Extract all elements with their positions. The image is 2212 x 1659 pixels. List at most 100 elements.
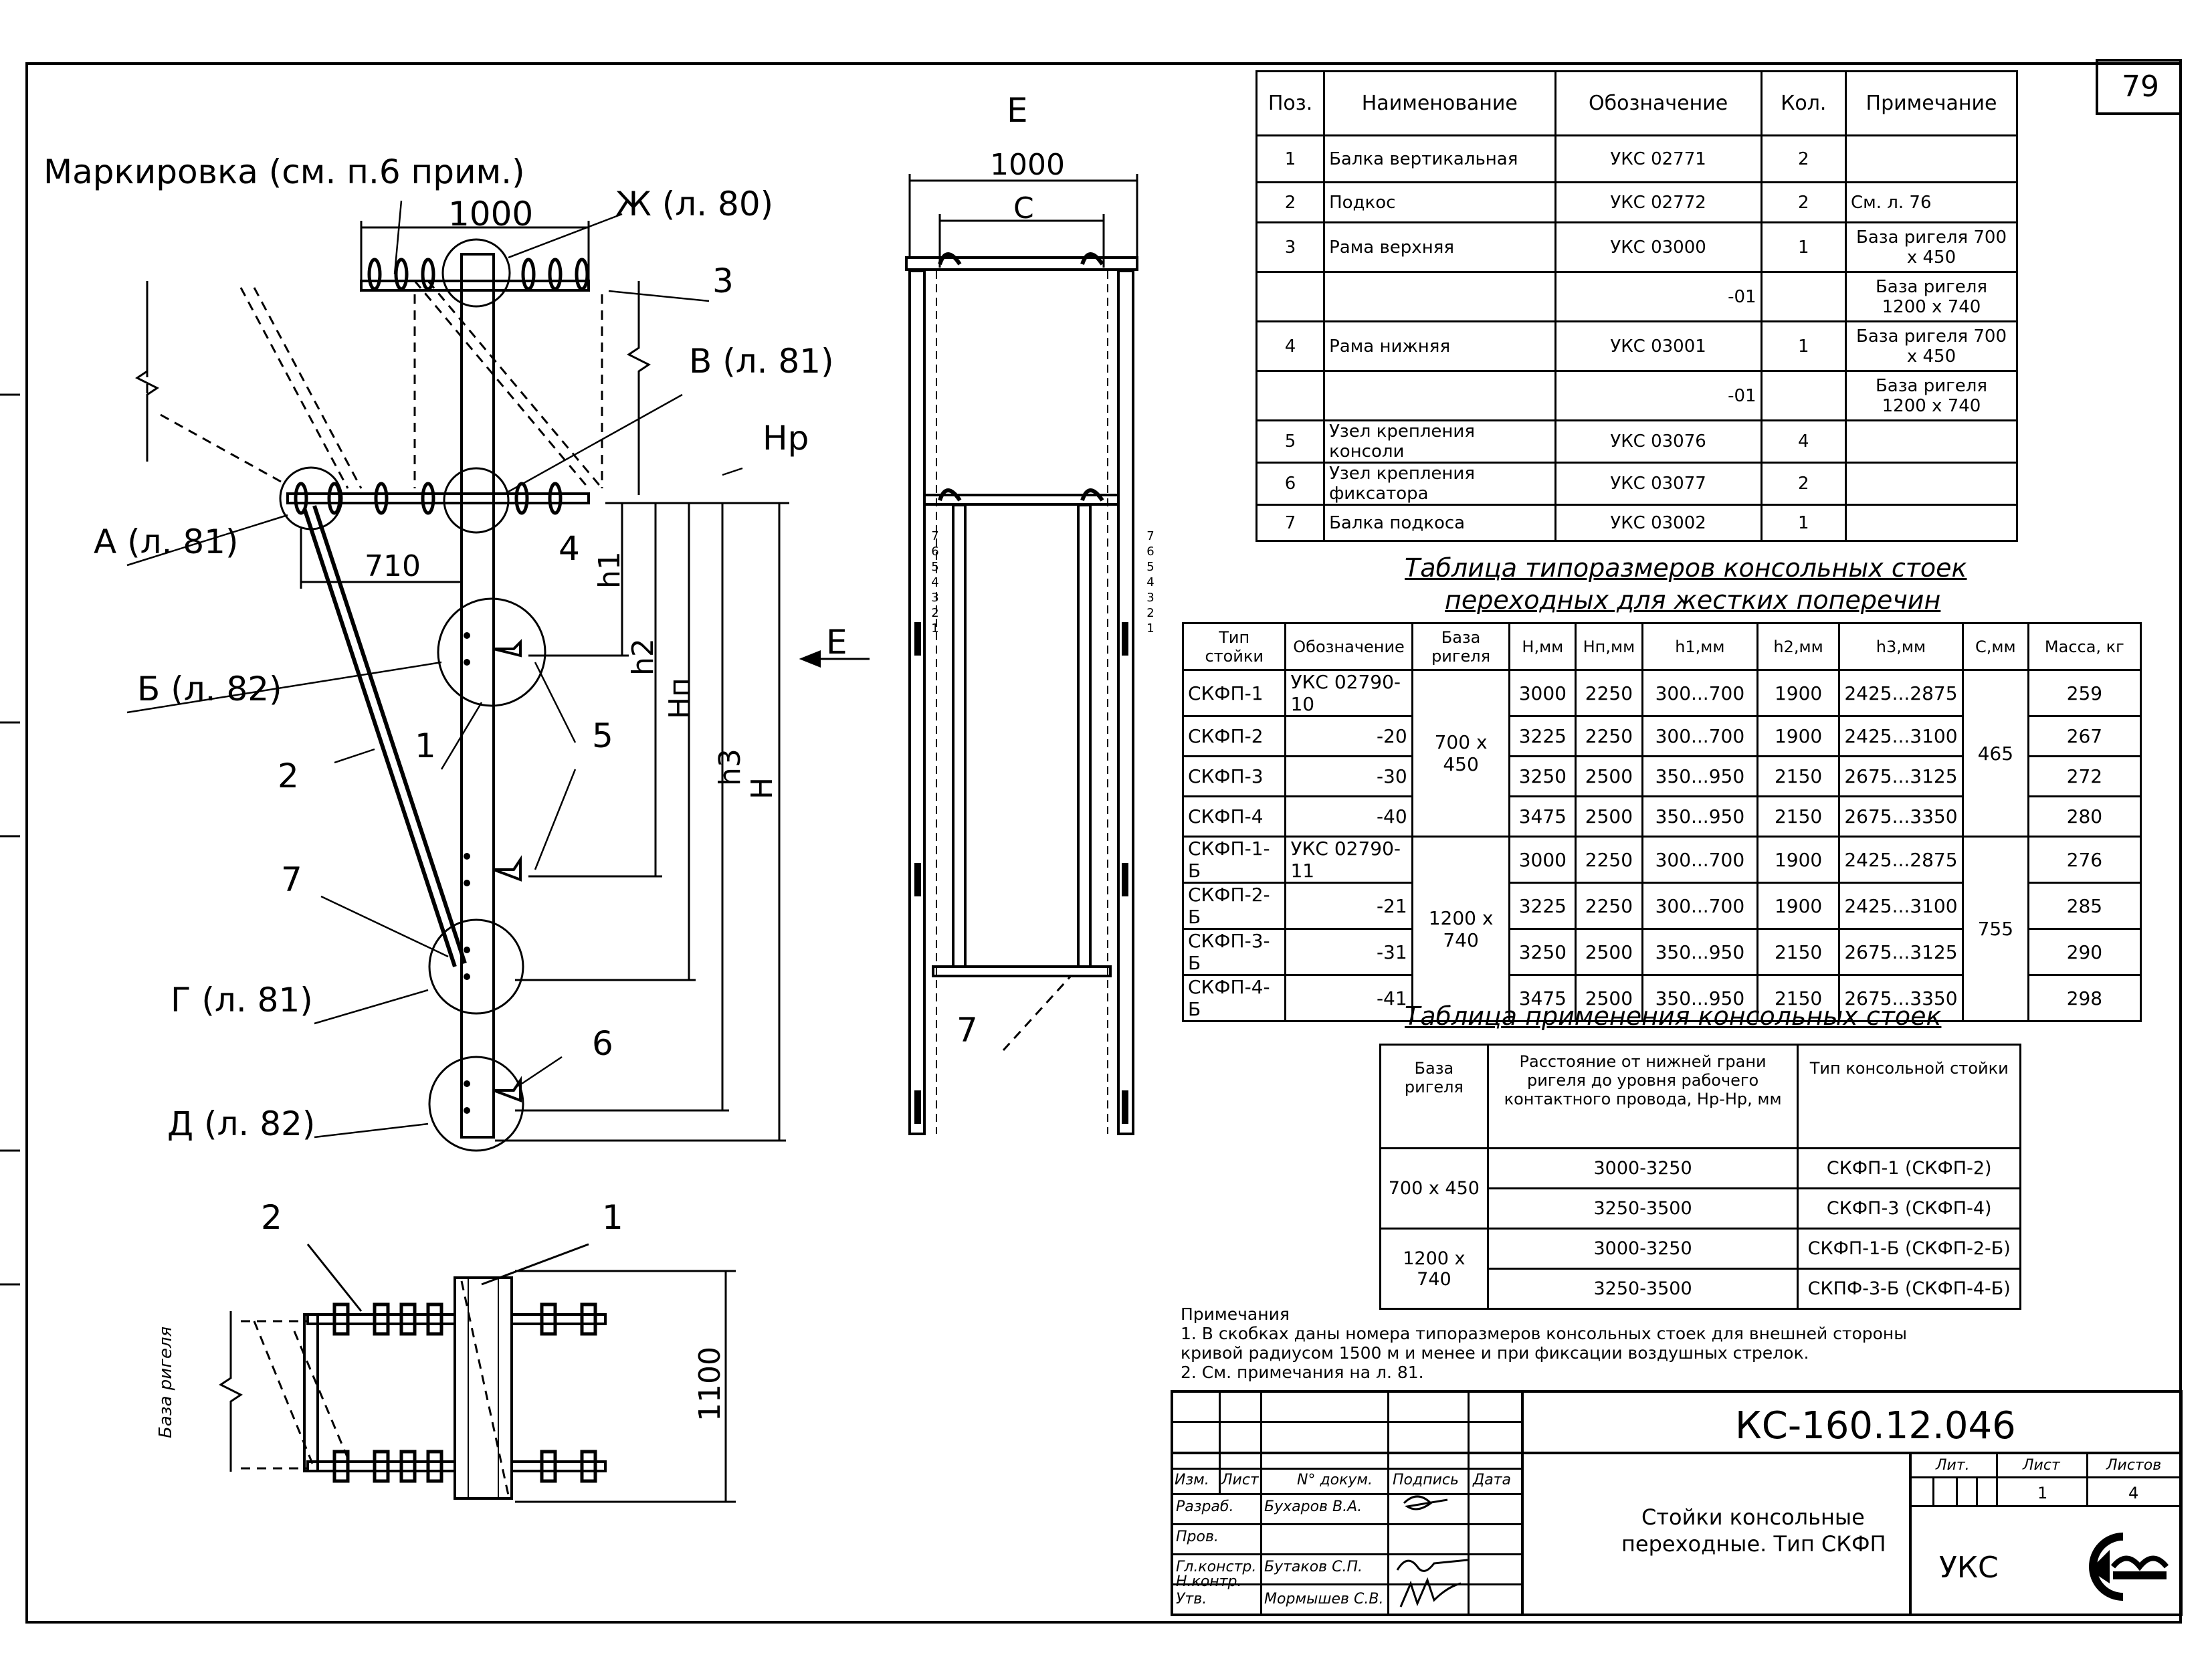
stamp-col-izm: Изм. xyxy=(1175,1472,1209,1488)
spec-cell: 1 xyxy=(1760,504,1847,542)
apply-cell: 3000-3250 xyxy=(1486,1147,1799,1189)
sizes-row: СКФП-4 -40 3475 2500 350...950 2150 2675… xyxy=(1181,795,2142,838)
title-line-1: Стойки консольные xyxy=(1641,1504,1865,1530)
sizes-cell: 267 xyxy=(2027,715,2142,757)
spec-cell xyxy=(1255,370,1326,421)
sizes-cell: СКФП-3 xyxy=(1181,755,1287,797)
callout-b: Б (л. 82) xyxy=(137,670,282,708)
pos-3-label: 3 xyxy=(712,262,734,300)
spec-cell: УКС 02771 xyxy=(1554,134,1763,183)
spec-cell xyxy=(1844,504,2019,542)
pos-4-label: 4 xyxy=(559,529,580,568)
scale-left-tick: 6 xyxy=(931,545,939,559)
sizes-cell: 2150 xyxy=(1756,755,1840,797)
sizes-cell: 350...950 xyxy=(1641,795,1759,838)
sizes-cell: 2425...2875 xyxy=(1837,669,1964,717)
scale-left-tick: 1 xyxy=(931,621,939,636)
apply-cell: 700 х 450 xyxy=(1379,1147,1489,1230)
h3-label: h3 xyxy=(713,749,747,786)
sizes-cell: 2150 xyxy=(1756,974,1840,1022)
sizes-cell: 2675...3350 xyxy=(1837,795,1964,838)
scale-right-tick: 4 xyxy=(1146,575,1154,589)
sizes-cell: 1900 xyxy=(1756,669,1840,717)
sizes-cell: 300...700 xyxy=(1641,882,1759,930)
apply-cell: СКПФ-3-Б (СКФП-4-Б) xyxy=(1797,1268,2021,1310)
spec-cell: См. л. 76 xyxy=(1844,181,2019,223)
stamp-role: Гл.констр. xyxy=(1176,1559,1257,1575)
sizes-cell: 3250 xyxy=(1508,755,1577,797)
sizes-title-2: переходных для жестких поперечин xyxy=(1445,585,1941,615)
sizes-cell: 1200 х 740 xyxy=(1411,836,1511,1022)
side-view-geometry xyxy=(799,174,1138,1135)
sizes-cell: 2675...3350 xyxy=(1837,974,1964,1022)
spec-cell xyxy=(1844,462,2019,506)
spec-cell xyxy=(1844,134,2019,183)
spec-cell: База ригеля 700 х 450 xyxy=(1844,320,2019,372)
signatures xyxy=(1396,1495,1468,1607)
apply-cell: СКФП-1-Б (СКФП-2-Б) xyxy=(1797,1228,2021,1270)
lit-label: Лит. xyxy=(1936,1457,1970,1474)
title-block: КС-160.12.046 Изм. Лист N° докум. Подпис… xyxy=(1171,1390,2183,1616)
side-arrow-label: Е xyxy=(826,623,847,662)
side-width-dim: 1000 xyxy=(990,148,1065,182)
sizes-h: h2,мм xyxy=(1756,622,1840,671)
scale-left-tick: 7 xyxy=(931,529,939,543)
sizes-cell: 298 xyxy=(2027,974,2142,1022)
apply-h: Тип консольной стойки xyxy=(1797,1044,2021,1149)
sizes-cell: 300...700 xyxy=(1641,836,1759,884)
sizes-cell: 3225 xyxy=(1508,882,1577,930)
sizes-h: Масса, кг xyxy=(2027,622,2142,671)
spec-h-code: Обозначение xyxy=(1554,70,1763,136)
spec-header-row: Поз. Наименование Обозначение Кол. Приме… xyxy=(1255,70,2019,136)
apply-row: 1200 х 740 3000-3250 СКФП-1-Б (СКФП-2-Б) xyxy=(1379,1228,2021,1310)
sizes-cell: 3000 xyxy=(1508,669,1577,717)
sizes-row: СКФП-1 УКС 02790-10 700 х 450 3000 2250 … xyxy=(1181,669,2142,838)
spec-cell: 1 xyxy=(1255,134,1326,183)
pos-5-label: 5 xyxy=(592,716,613,755)
sizes-cell: 1900 xyxy=(1756,882,1840,930)
sizes-row: СКФП-4-Б -41 3475 2500 350...950 2150 26… xyxy=(1181,974,2142,1022)
sizes-cell: 350...950 xyxy=(1641,928,1759,976)
apply-cell: 3000-3250 xyxy=(1486,1228,1799,1270)
sizes-cell: 2500 xyxy=(1575,795,1643,838)
spec-table: Поз. Наименование Обозначение Кол. Приме… xyxy=(1255,70,2019,542)
sizes-row: СКФП-2-Б -21 3225 2250 300...700 1900 24… xyxy=(1181,882,2142,930)
spec-cell: 4 xyxy=(1760,419,1847,464)
apply-cell: СКФП-1 (СКФП-2) xyxy=(1797,1147,2021,1189)
spec-h-pos: Поз. xyxy=(1255,70,1326,136)
notes-line: 1. В скобках даны номера типоразмеров ко… xyxy=(1181,1324,1907,1343)
spec-h-name: Наименование xyxy=(1323,70,1556,136)
spec-cell: База ригеля 1200 х 740 xyxy=(1844,271,2019,322)
sizes-cell: 2500 xyxy=(1575,755,1643,797)
sizes-cell: 2150 xyxy=(1756,928,1840,976)
spec-cell: 3 xyxy=(1255,221,1326,273)
sizes-cell: УКС 02790-10 xyxy=(1284,669,1413,717)
callout-g: Г (л. 81) xyxy=(171,981,313,1019)
sizes-cell: 2675...3125 xyxy=(1837,928,1964,976)
spec-cell: База ригеля 1200 х 740 xyxy=(1844,370,2019,421)
plan-pos-1: 1 xyxy=(602,1198,623,1237)
plan-dim-1100: 1100 xyxy=(693,1347,727,1422)
sizes-cell: 3250 xyxy=(1508,928,1577,976)
sizes-h: h3,мм xyxy=(1837,622,1964,671)
notes-line: 2. См. примечания на л. 81. xyxy=(1181,1363,1424,1382)
sizes-cell: 1900 xyxy=(1756,836,1840,884)
sizes-cell: 280 xyxy=(2027,795,2142,838)
callout-v: В (л. 81) xyxy=(689,342,834,381)
sizes-cell: 2250 xyxy=(1575,669,1643,717)
spec-cell: 1 xyxy=(1760,221,1847,273)
apply-cell: 1200 х 740 xyxy=(1379,1228,1489,1310)
sizes-cell: 300...700 xyxy=(1641,715,1759,757)
spec-cell: База ригеля 700 х 450 xyxy=(1844,221,2019,273)
sheet-label: Лист xyxy=(2023,1457,2060,1474)
stamp-role: Утв. xyxy=(1176,1591,1207,1607)
plan-base-label: База ригеля xyxy=(156,1326,176,1438)
scale-left: 7 6 5 4 3 2 1 xyxy=(928,528,942,636)
sizes-cell: СКФП-2 xyxy=(1181,715,1287,757)
spec-cell: Балка вертикальная xyxy=(1323,134,1556,183)
